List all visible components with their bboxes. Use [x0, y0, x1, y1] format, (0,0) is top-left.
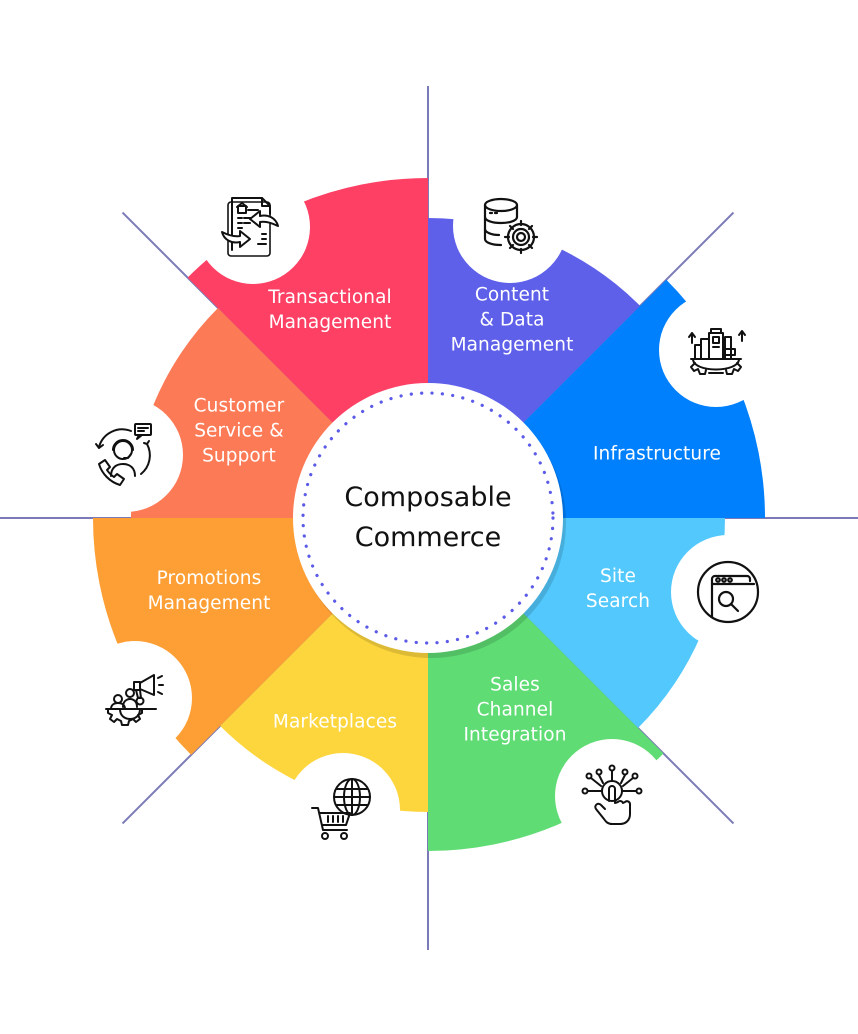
center-title: Composable Commerce: [344, 478, 511, 558]
label-marketplaces: Marketplaces: [272, 711, 398, 733]
megaphone-team-gear-icon: [100, 663, 170, 733]
center-circle: [293, 383, 563, 653]
infrastructure-gear-icon: [681, 315, 751, 385]
center-title-line1: Composable: [344, 482, 512, 513]
document-exchange-icon: [218, 192, 288, 262]
icon-notch-marketplaces: [286, 753, 400, 867]
label-infrastructure: Infrastructure: [593, 443, 721, 465]
icon-notch-sales-channel: [555, 739, 669, 853]
icon-notch-promotions: [78, 641, 192, 755]
touch-network-icon: [577, 761, 647, 831]
icon-notch-transactional: [196, 170, 310, 284]
database-gear-icon: [475, 191, 545, 261]
icon-notch-customer-service: [69, 398, 183, 512]
center-title-line2: Commerce: [354, 522, 502, 553]
dotted-ring: [301, 391, 555, 645]
icon-notch-infrastructure: [659, 293, 773, 407]
browser-search-icon: [693, 557, 763, 627]
headset-support-icon: [91, 420, 161, 490]
cart-globe-icon: [308, 775, 378, 845]
